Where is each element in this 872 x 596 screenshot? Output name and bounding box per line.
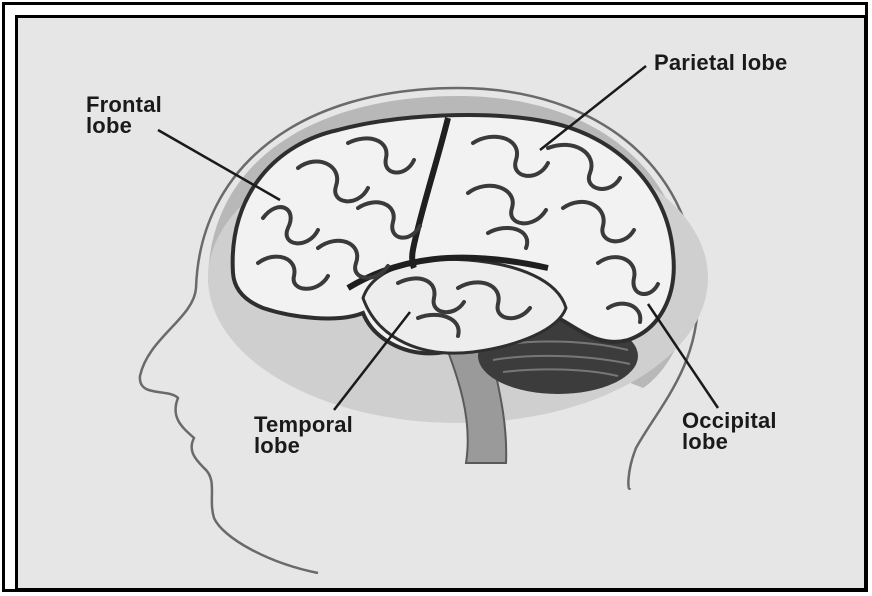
parietal-lobe-label: Parietal lobe (654, 52, 787, 73)
diagram-panel: Frontal lobe Parietal lobe Temporal lobe… (15, 15, 867, 591)
occipital-lobe-label: Occipital lobe (682, 410, 777, 452)
frontal-lobe-label: Frontal lobe (86, 94, 162, 136)
temporal-lobe-label: Temporal lobe (254, 414, 353, 456)
